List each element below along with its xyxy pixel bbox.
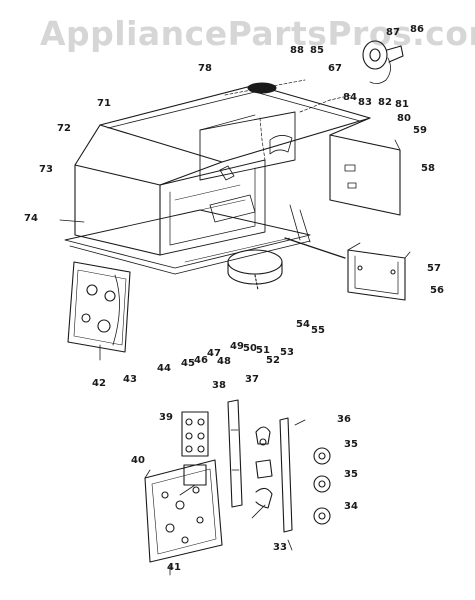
motor <box>227 249 283 275</box>
callout-78: 78 <box>198 63 212 74</box>
callout-82: 82 <box>378 97 392 108</box>
callout-86: 86 <box>410 24 424 35</box>
callout-34: 34 <box>344 501 358 512</box>
mounting-bracket <box>347 249 406 301</box>
callout-35a: 35 <box>344 439 358 450</box>
callout-43: 43 <box>123 374 137 385</box>
watermark: AppliancePartsPros.com <box>40 14 475 53</box>
callout-72: 72 <box>57 123 71 134</box>
callout-45: 45 <box>181 358 195 369</box>
control-shaft <box>279 417 293 533</box>
callout-59: 59 <box>413 125 427 136</box>
callout-58: 58 <box>421 163 435 174</box>
callout-87: 87 <box>386 27 400 38</box>
thermostat <box>255 426 271 445</box>
callout-39: 39 <box>159 412 173 423</box>
callout-56: 56 <box>430 285 444 296</box>
callout-46: 46 <box>194 355 208 366</box>
callout-53: 53 <box>280 347 294 358</box>
callout-73: 73 <box>39 164 53 175</box>
callout-52: 52 <box>266 355 280 366</box>
callout-85: 85 <box>310 45 324 56</box>
callout-44: 44 <box>157 363 171 374</box>
callout-55: 55 <box>311 325 325 336</box>
callout-54: 54 <box>296 319 310 330</box>
callout-88: 88 <box>290 45 304 56</box>
vertical-strip <box>227 399 243 508</box>
knob-35b <box>313 475 331 493</box>
callout-83: 83 <box>358 97 372 108</box>
callout-38: 38 <box>212 380 226 391</box>
callout-33: 33 <box>273 542 287 553</box>
mounting-plate <box>144 459 223 563</box>
callout-74: 74 <box>24 213 38 224</box>
callout-50: 50 <box>243 343 257 354</box>
callout-41: 41 <box>167 562 181 573</box>
callout-57: 57 <box>427 263 441 274</box>
callout-49: 49 <box>230 341 244 352</box>
knob-35a <box>313 447 331 465</box>
callout-84: 84 <box>343 92 357 103</box>
control-panel <box>67 261 131 353</box>
top-panel-edge <box>107 91 361 129</box>
base-pan <box>64 209 311 269</box>
callout-47: 47 <box>207 348 221 359</box>
callout-42: 42 <box>92 378 106 389</box>
callout-80: 80 <box>397 113 411 124</box>
callout-48: 48 <box>217 356 231 367</box>
relay-block <box>181 411 209 457</box>
callout-71: 71 <box>97 98 111 109</box>
callout-51: 51 <box>256 345 270 356</box>
front-panel <box>74 164 161 256</box>
callout-81: 81 <box>395 99 409 110</box>
rear-compartment <box>199 111 296 181</box>
callout-40: 40 <box>131 455 145 466</box>
knob-34 <box>313 507 331 525</box>
inner-compartment <box>159 159 266 256</box>
right-side-panel <box>329 134 401 216</box>
callout-35b: 35 <box>344 469 358 480</box>
knob <box>362 40 388 70</box>
callout-36: 36 <box>337 414 351 425</box>
callout-37: 37 <box>245 374 259 385</box>
callout-67: 67 <box>328 63 342 74</box>
